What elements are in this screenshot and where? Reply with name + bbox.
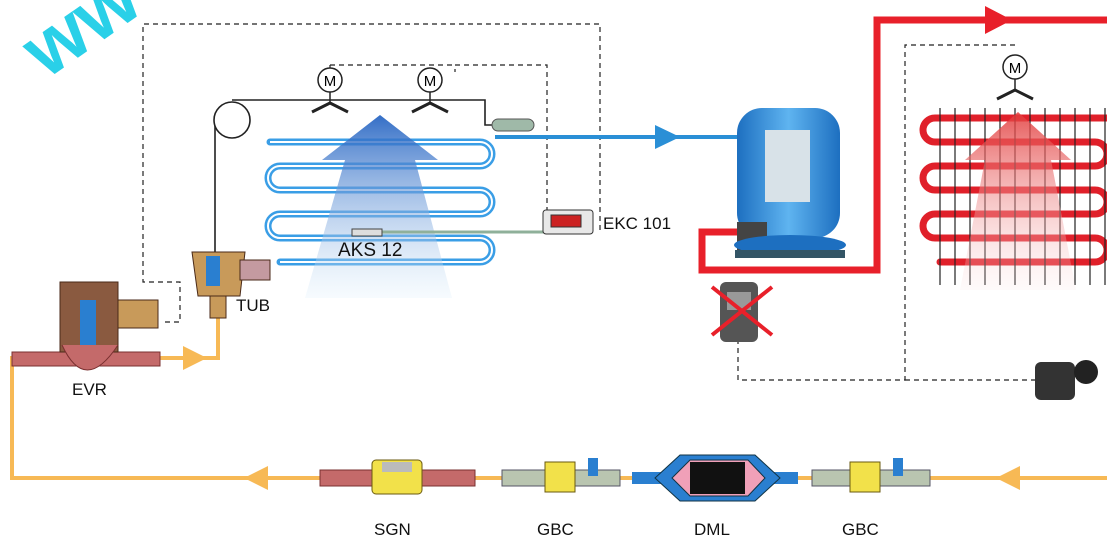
gbc-left-label: GBC xyxy=(537,520,574,539)
aks12-label: AKS 12 xyxy=(338,240,403,261)
evaporator-airflow-arrow xyxy=(305,115,452,298)
sgn-sight-glass xyxy=(319,459,476,495)
sensor-bulb xyxy=(491,118,535,132)
condenser-airflow-arrow xyxy=(960,112,1076,290)
condenser-fan: M xyxy=(996,54,1034,101)
arrow-icon xyxy=(655,125,680,149)
evaporator-coil-inner xyxy=(267,141,493,263)
ekc101-label: EKC 101 xyxy=(603,214,672,233)
fan-icon xyxy=(311,101,349,114)
evaporator-fan-left: M xyxy=(311,67,349,114)
tub-label: TUB xyxy=(236,296,270,315)
dml-label: DML xyxy=(694,520,730,539)
gbc-ball-valve-right xyxy=(811,458,931,493)
compressor xyxy=(734,108,846,258)
motor-icon: M xyxy=(424,73,437,90)
motor-icon: M xyxy=(1009,60,1022,77)
liquid-line-to-valve xyxy=(150,318,220,360)
evr-label: EVR xyxy=(72,380,107,399)
motor-icon: M xyxy=(324,73,337,90)
pressure-switch-crossed xyxy=(710,282,774,342)
arrow-icon xyxy=(996,466,1020,490)
ekc101-controller xyxy=(542,209,594,235)
sgn-label: SGN xyxy=(374,520,411,539)
evaporator-fan-right: M xyxy=(411,67,449,114)
arrow-icon xyxy=(244,466,268,490)
gbc-ball-valve-left xyxy=(501,458,621,493)
capillary-line xyxy=(213,99,495,258)
dml-filter-drier xyxy=(632,454,798,502)
evr-solenoid-valve xyxy=(11,281,161,371)
arrow-icon xyxy=(985,6,1012,34)
gbc-right-label: GBC xyxy=(842,520,879,539)
arrow-icon xyxy=(183,346,207,370)
discharge-line xyxy=(698,16,1107,274)
liquid-line xyxy=(10,356,1107,480)
pressure-switch-right xyxy=(1035,360,1098,400)
aks12-sensor xyxy=(351,228,545,237)
control-wiring xyxy=(142,23,1035,381)
fan-icon xyxy=(996,88,1034,101)
fan-icon xyxy=(411,101,449,114)
tub-expansion-valve xyxy=(191,251,271,319)
